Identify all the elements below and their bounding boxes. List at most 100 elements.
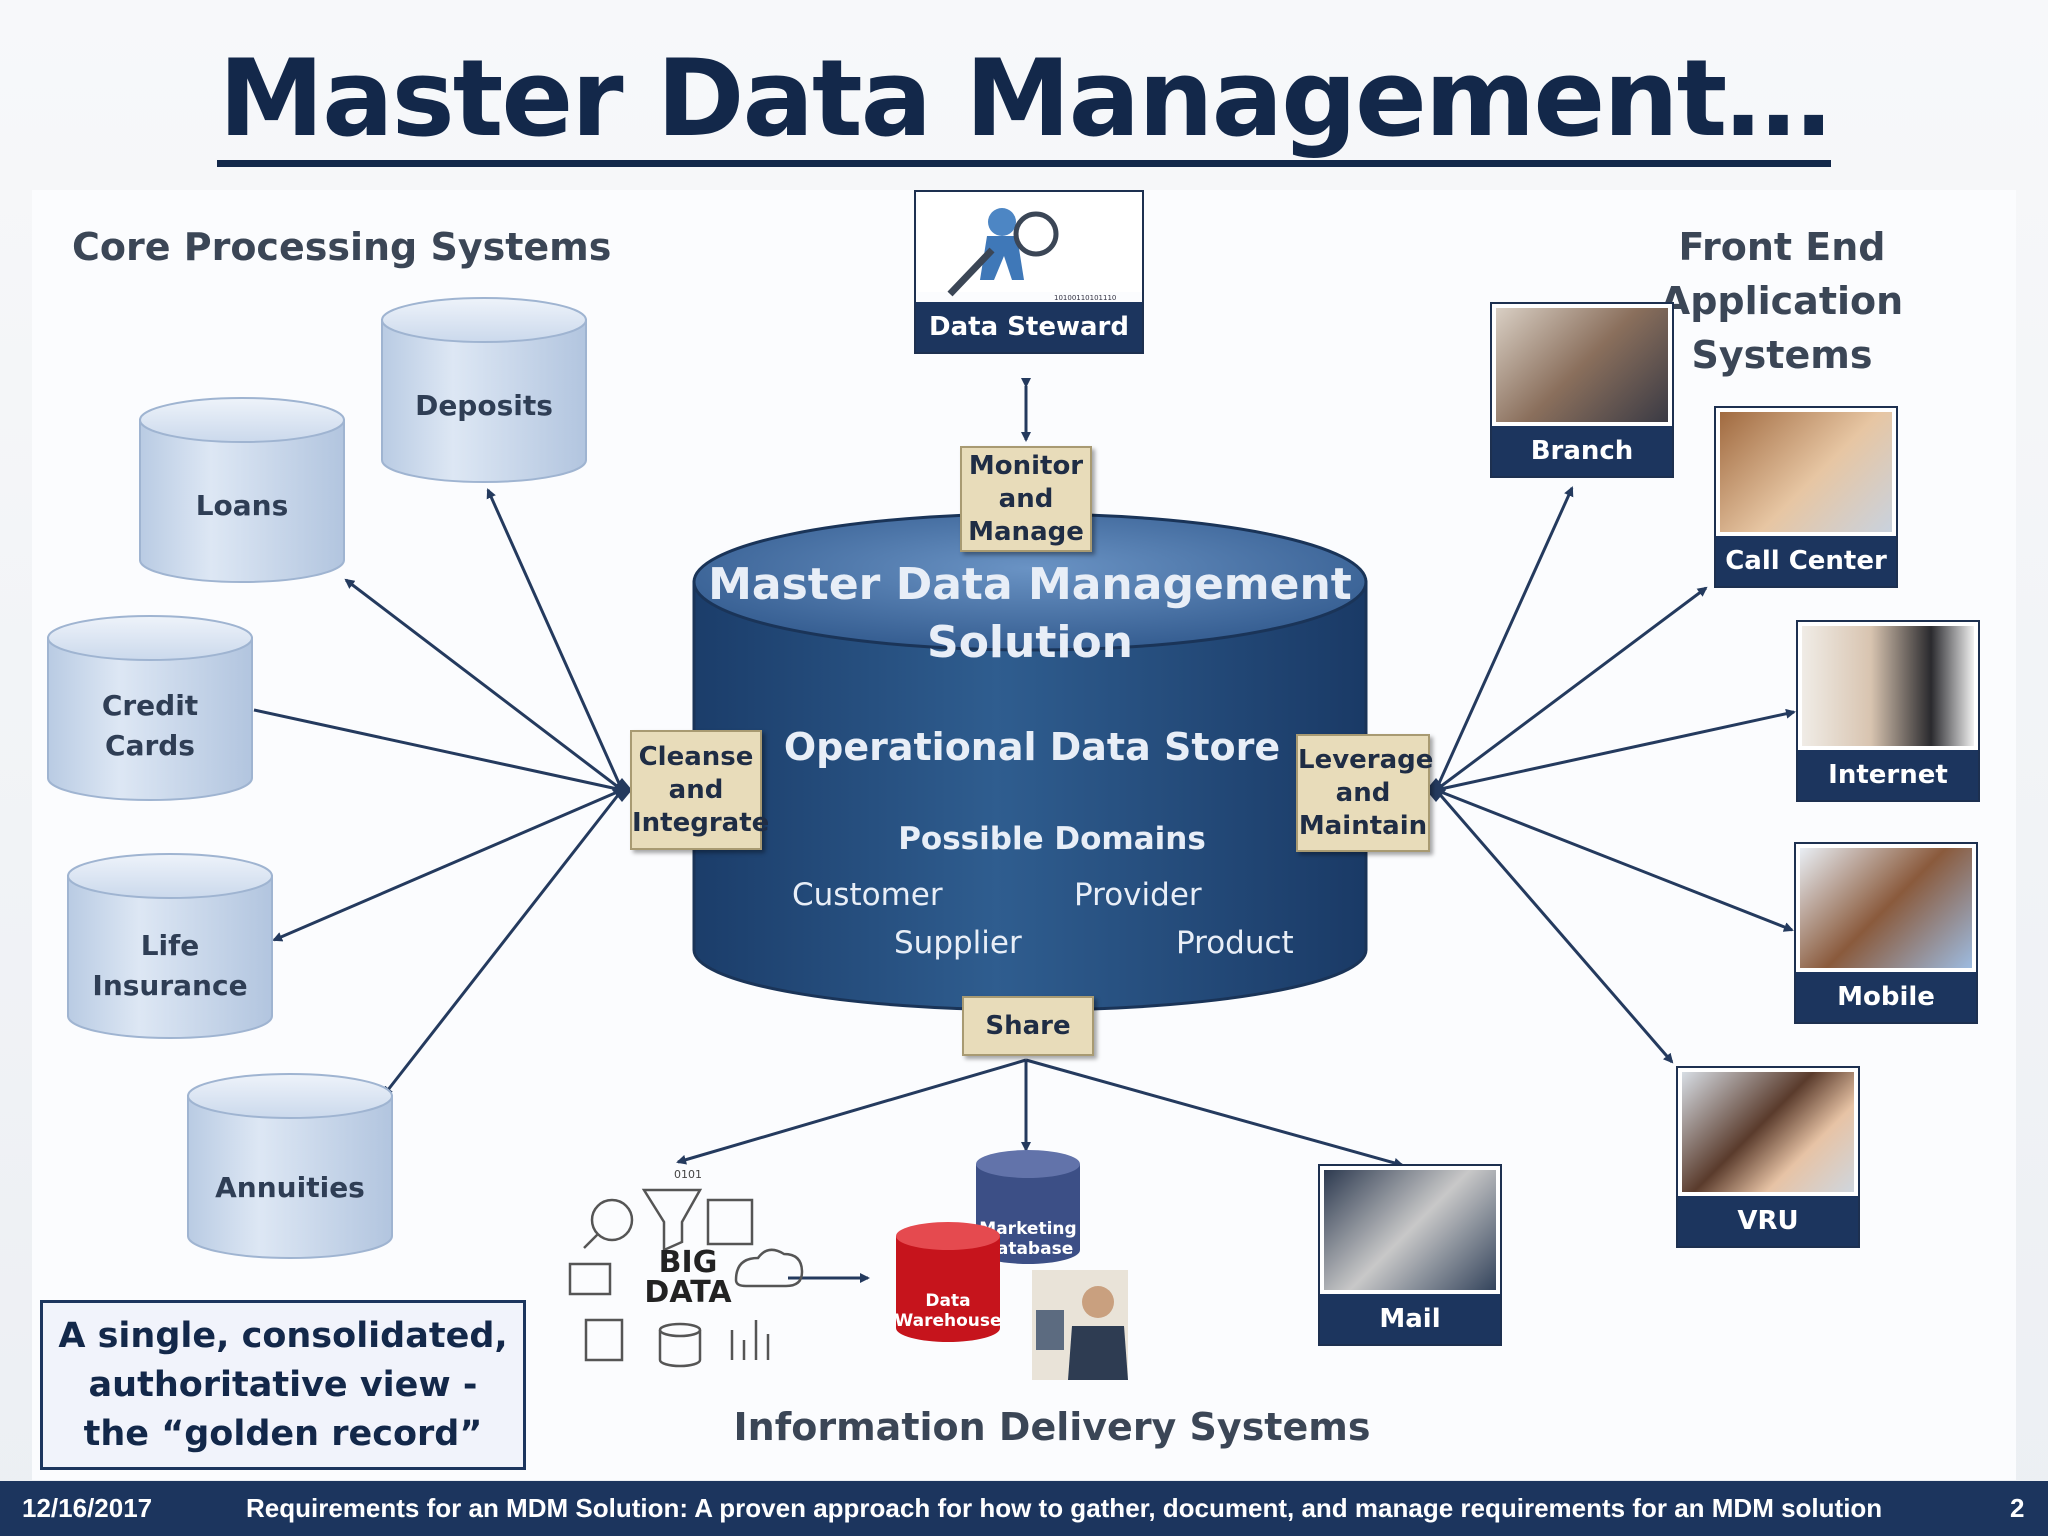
internet-tile: Internet [1796, 620, 1980, 802]
arrow-big-data [676, 1058, 1027, 1165]
front-end-arrows [1434, 486, 1796, 1064]
monitor-manage-box: Monitor and Manage [960, 446, 1092, 552]
arrow-loans [344, 578, 623, 792]
cylinder-deposits [381, 297, 587, 483]
mail-photo-icon [1324, 1170, 1496, 1290]
settings-icon [584, 1318, 624, 1362]
label-annuities: Annuities [215, 1171, 365, 1204]
cleanse-integrate-box: Cleanse and Integrate [630, 730, 770, 850]
title-text: Master Data Management… [216, 37, 1832, 167]
magnifier-icon [590, 1198, 634, 1242]
marketing-label-2: Database [983, 1239, 1073, 1259]
call-center-label: Call Center [1716, 536, 1896, 586]
cloud-icon [734, 1248, 804, 1288]
share-label: Share [985, 1010, 1071, 1041]
binary-digits: 0101 [674, 1168, 702, 1181]
leverage-line-2: and [1335, 777, 1391, 808]
label-credit-cards-1: Credit [101, 689, 199, 722]
leverage-line-3: Maintain [1298, 810, 1428, 841]
monitor-line-1: Monitor [968, 450, 1084, 481]
big-data-label-1: BIG [659, 1245, 718, 1280]
cube-icon [706, 1198, 754, 1246]
steward-binary-1: 10100110101110 [1054, 294, 1116, 302]
golden-line-3: the “golden record” [83, 1413, 483, 1454]
arrow-annuities [382, 789, 624, 1097]
ods-label: Operational Data Store [783, 725, 1281, 769]
label-life-insurance-1: Life [140, 929, 200, 962]
arrow-deposits [486, 488, 624, 791]
cleanse-line-3: Integrate [632, 807, 770, 838]
mail-label: Mail [1320, 1294, 1500, 1344]
section-front-end-line-2: Systems [1691, 333, 1873, 377]
footer-text: Requirements for an MDM Solution: A prov… [246, 1493, 1883, 1523]
label-credit-cards: Credit Cards [48, 686, 252, 766]
mdm-cylinder [692, 512, 1368, 1012]
cleanse-line-2: and [668, 774, 724, 805]
section-front-end: Front End Application Systems [1562, 220, 2002, 382]
branch-photo-icon [1496, 308, 1668, 422]
marketing-database-cylinder [976, 1150, 1080, 1264]
arrow-internet [1435, 708, 1796, 792]
mobile-photo-icon [1800, 848, 1972, 968]
cylinder-credit-cards [47, 615, 253, 801]
label-loans: Loans [195, 489, 289, 522]
section-core-processing: Core Processing Systems [72, 225, 612, 269]
branch-tile: Branch [1490, 302, 1674, 478]
call-center-photo-icon [1720, 412, 1892, 532]
mdm-title-line-2: Solution [927, 617, 1133, 668]
cylinder-annuities [187, 1073, 393, 1259]
arrow-life-insurance [272, 788, 623, 942]
analyst-person-icon [1032, 1270, 1128, 1380]
data-steward-tile: Data Steward [914, 190, 1144, 354]
monitor-icon [568, 1262, 612, 1296]
section-front-end-line-1: Front End Application [1660, 225, 1904, 323]
share-box: Share [962, 996, 1094, 1056]
slide-title: Master Data Management… [0, 37, 2048, 167]
section-information-delivery: Information Delivery Systems [733, 1405, 1371, 1449]
golden-line-1: A single, consolidated, [58, 1315, 508, 1356]
domain-supplier: Supplier [894, 925, 1022, 961]
core-arrows [253, 488, 624, 1097]
footer-date: 12/16/2017 [22, 1493, 153, 1523]
label-life-insurance-2: Insurance [92, 969, 248, 1002]
leverage-line-1: Leverage [1298, 744, 1434, 775]
data-warehouse-cylinder [896, 1222, 1000, 1342]
footer-page-number: 2 [2010, 1493, 2025, 1523]
monitor-line-3: Manage [968, 516, 1084, 547]
marketing-label-1: Marketing [979, 1219, 1076, 1239]
cylinder-loans [139, 397, 345, 583]
domain-product: Product [1176, 925, 1294, 961]
internet-label: Internet [1798, 750, 1978, 800]
arrow-branch [1434, 486, 1574, 791]
mail-tile: Mail [1318, 1164, 1502, 1346]
domain-customer: Customer [792, 877, 943, 913]
warehouse-label-2: Warehouse [894, 1311, 1001, 1331]
golden-line-2: authoritative view - [88, 1364, 478, 1405]
golden-record-callout: A single, consolidated, authoritative vi… [40, 1300, 526, 1470]
vru-tile: VRU [1676, 1066, 1860, 1248]
label-life-insurance: Life Insurance [68, 926, 272, 1006]
mdm-title-line-1: Master Data Management [708, 559, 1352, 610]
mobile-tile: Mobile [1794, 842, 1978, 1024]
data-steward-label: Data Steward [916, 302, 1142, 352]
database-icon [658, 1322, 702, 1338]
mdm-title: Master Data Management Solution [694, 556, 1366, 672]
arrow-mail [1025, 1058, 1404, 1168]
cleanse-line-1: Cleanse [638, 741, 754, 772]
big-data-label-2: DATA [644, 1275, 732, 1310]
bar-chart-icon [730, 1320, 770, 1360]
vru-photo-icon [1682, 1072, 1854, 1192]
domains-title: Possible Domains [898, 821, 1206, 857]
hub-left [612, 778, 632, 802]
arrow-credit-cards [253, 708, 623, 792]
call-center-tile: Call Center [1714, 406, 1898, 588]
warehouse-label-1: Data [925, 1291, 970, 1311]
label-credit-cards-2: Cards [105, 729, 195, 762]
hub-right [1426, 778, 1446, 802]
domain-provider: Provider [1074, 877, 1202, 913]
branch-label: Branch [1492, 426, 1672, 476]
vru-label: VRU [1678, 1196, 1858, 1246]
big-data-illustration: 0101 [568, 1168, 804, 1368]
